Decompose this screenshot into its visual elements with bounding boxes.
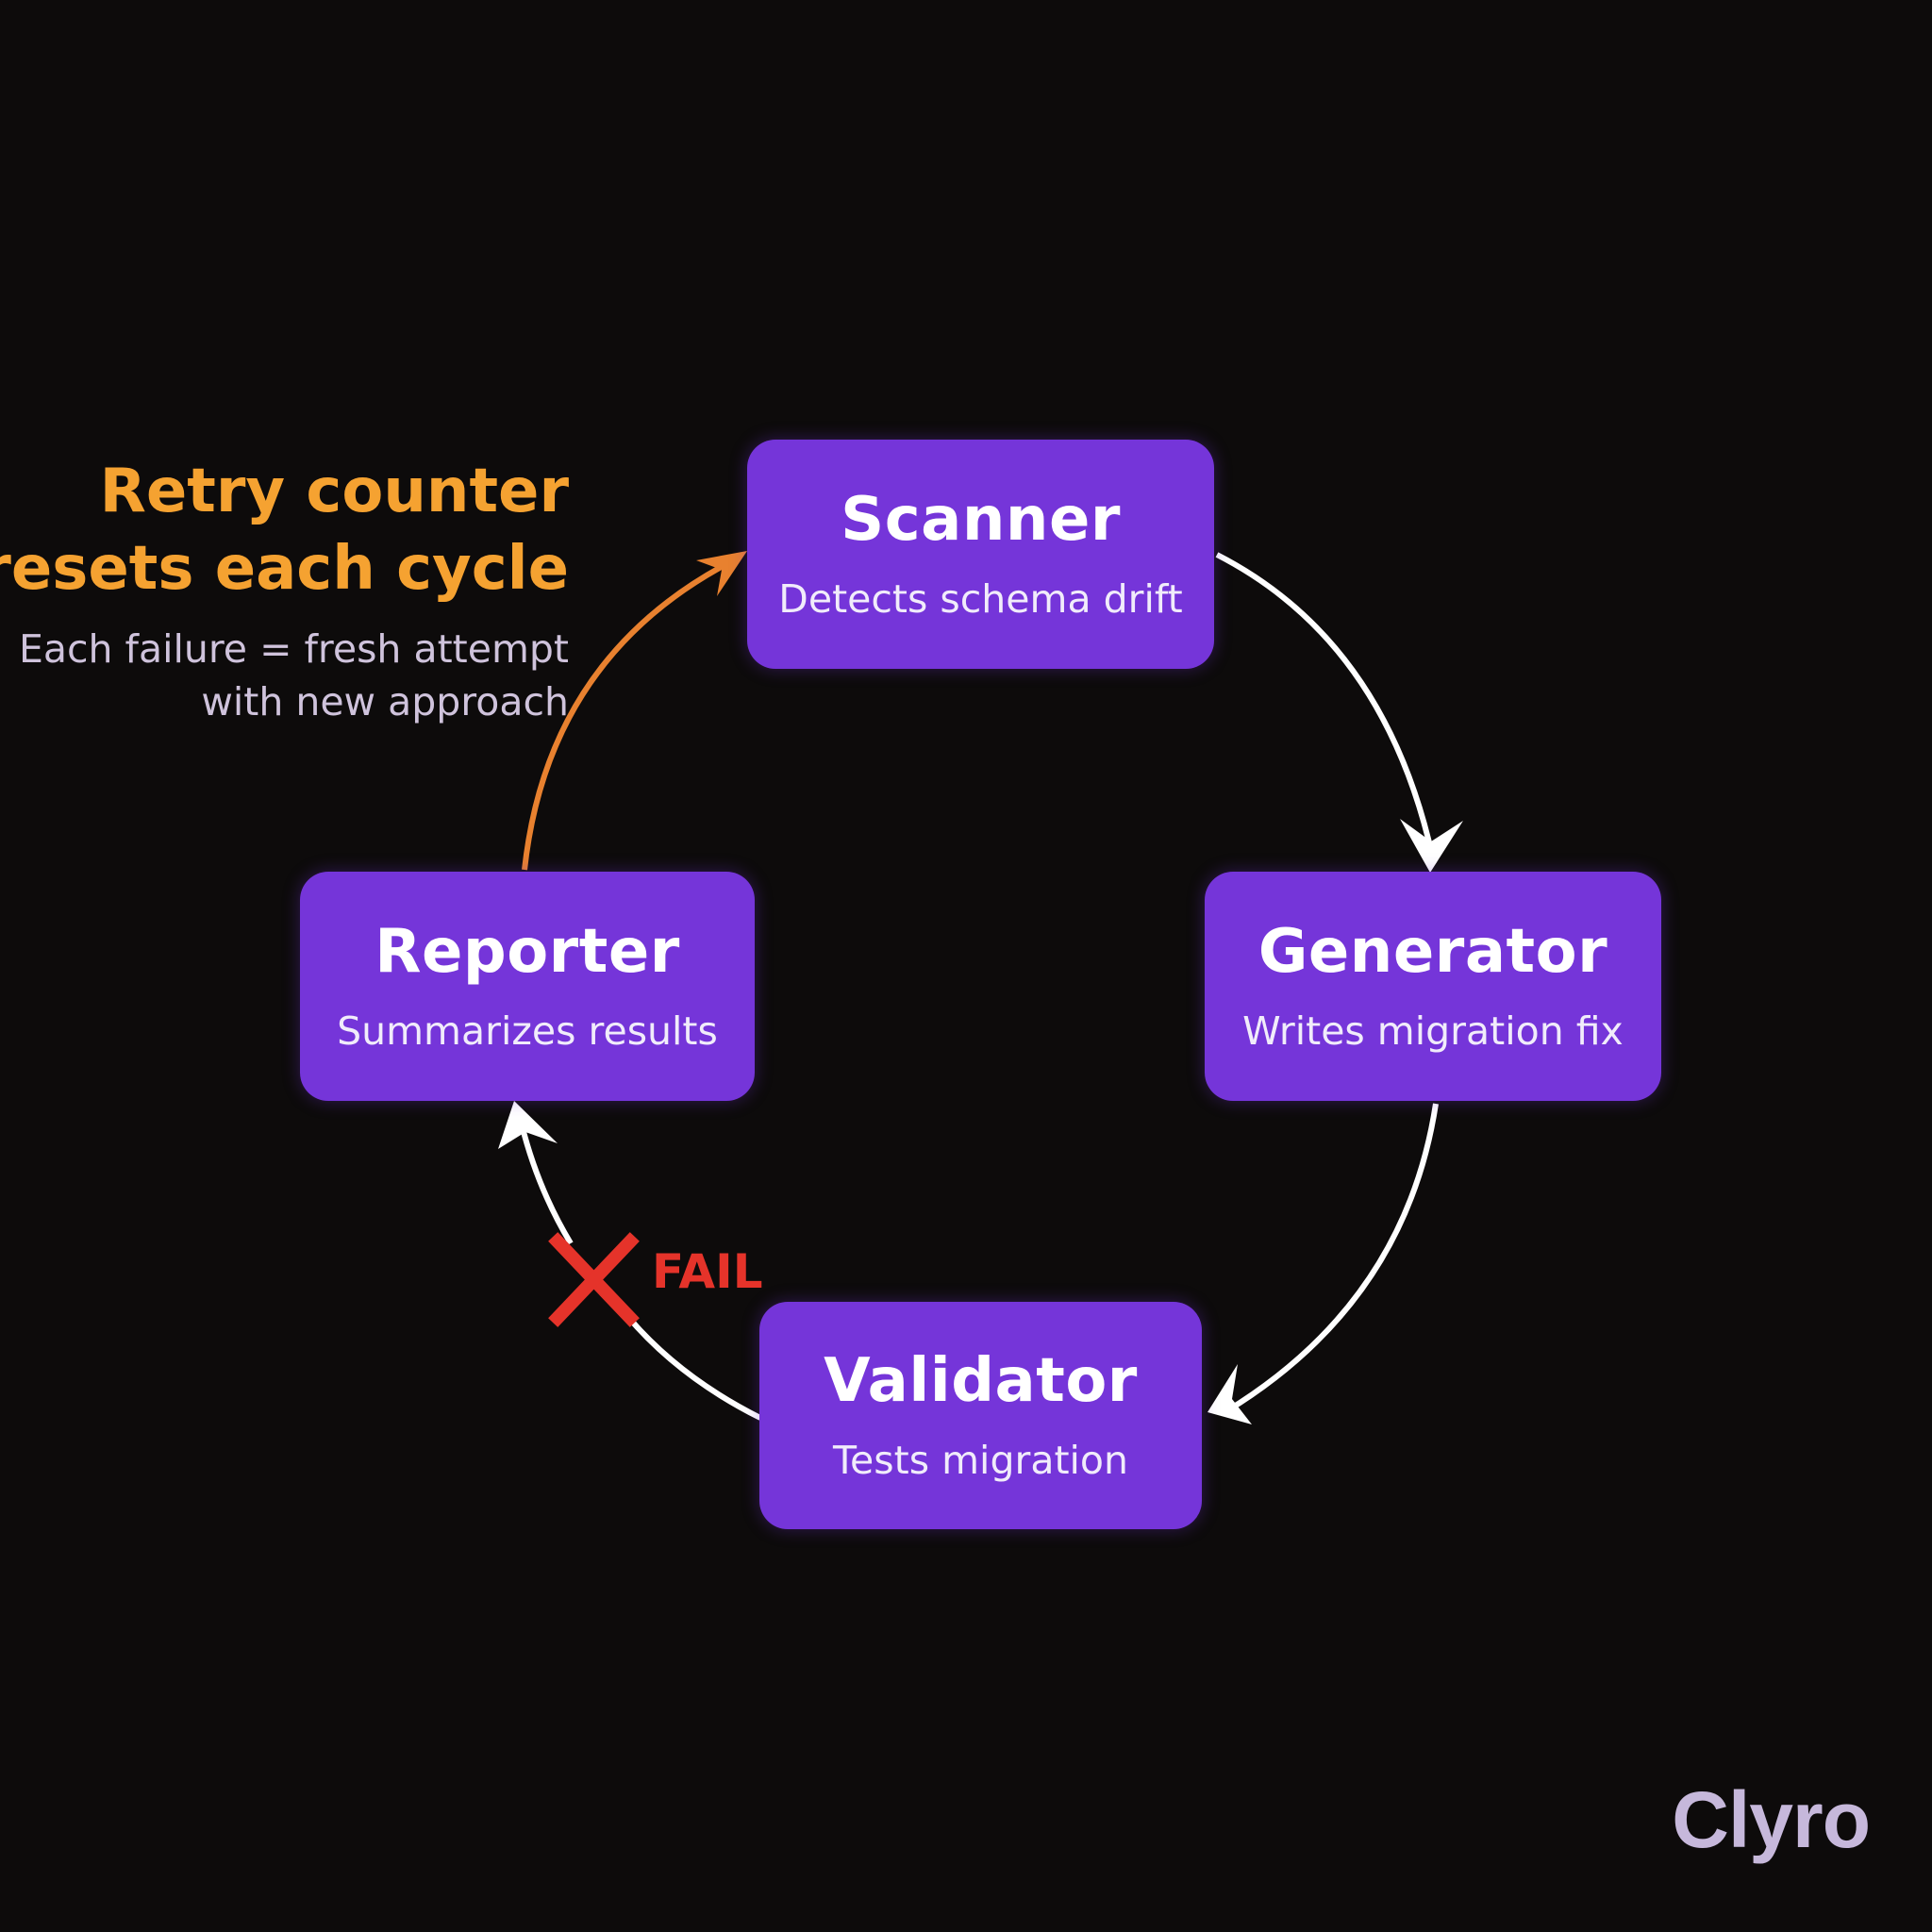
edge-reporter-scanner	[522, 561, 728, 871]
arrowhead-scanner	[696, 551, 747, 596]
node-subtitle: Detects schema drift	[778, 575, 1183, 622]
edge-generator-validator	[1224, 1103, 1439, 1414]
edge-validator-reporter	[625, 1314, 762, 1421]
node-title: Scanner	[841, 485, 1121, 556]
node-validator: Validator Tests migration	[759, 1302, 1202, 1529]
node-subtitle: Writes migration fix	[1242, 1008, 1624, 1054]
annotation-text-line: with new approach	[201, 679, 569, 724]
node-subtitle: Tests migration	[832, 1437, 1128, 1483]
node-title: Reporter	[375, 917, 680, 988]
brand-logo: Clyro	[1672, 1775, 1871, 1864]
edge-validator-reporter-upper	[519, 1124, 574, 1245]
arrowhead-validator	[1208, 1364, 1252, 1424]
fail-label: FAIL	[652, 1244, 763, 1299]
annotation-title-line: resets each cycle	[0, 534, 569, 604]
node-title: Generator	[1257, 917, 1608, 988]
node-reporter: Reporter Summarizes results	[300, 872, 755, 1101]
node-title: Validator	[824, 1346, 1138, 1417]
node-scanner: Scanner Detects schema drift	[747, 440, 1214, 669]
retry-annotation: Retry counter resets each cycle Each fai…	[0, 453, 569, 728]
edge-scanner-generator	[1215, 552, 1437, 864]
node-subtitle: Summarizes results	[337, 1008, 718, 1054]
annotation-text-line: Each failure = fresh attempt	[18, 626, 569, 672]
x-mark-icon	[548, 1232, 640, 1327]
arrowhead-generator	[1400, 819, 1463, 873]
node-generator: Generator Writes migration fix	[1205, 872, 1661, 1101]
arrowhead-reporter	[498, 1101, 558, 1149]
annotation-title-line: Retry counter	[99, 457, 569, 526]
